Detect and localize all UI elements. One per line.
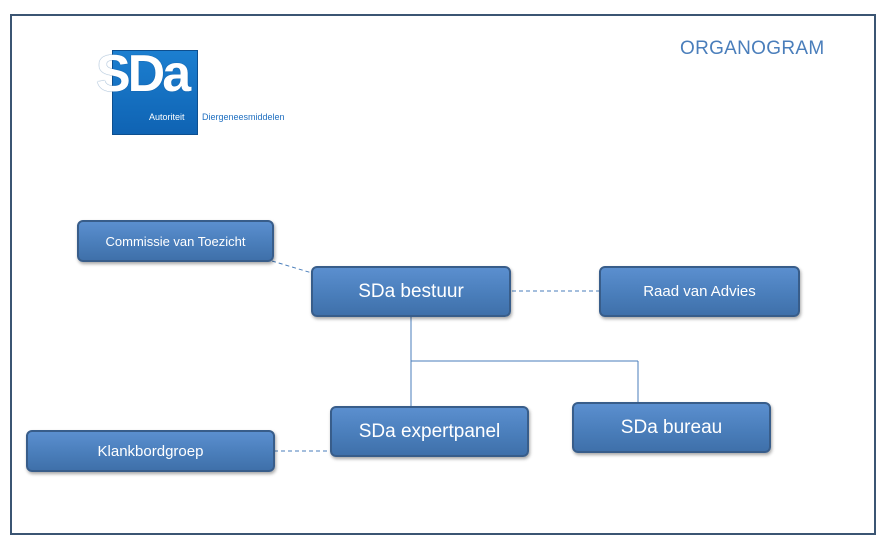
connector-commissie-bestuur [271,260,313,274]
logo-subtitle-left: Autoriteit [149,112,185,122]
logo-background [112,50,198,135]
node-raad-van-advies: Raad van Advies [599,266,800,317]
page-title: ORGANOGRAM [680,38,825,59]
node-label: Raad van Advies [643,283,756,300]
node-label: Commissie van Toezicht [105,233,246,249]
logo: SDa [96,45,191,103]
node-sda-expertpanel: SDa expertpanel [330,406,529,457]
node-commissie-van-toezicht: Commissie van Toezicht [77,220,274,262]
node-sda-bestuur: SDa bestuur [311,266,511,317]
node-label: SDa expertpanel [358,420,501,442]
node-label: SDa bureau [620,416,723,438]
node-sda-bureau: SDa bureau [572,402,771,453]
node-label: Klankbordgroep [97,442,204,460]
node-klankbordgroep: Klankbordgroep [26,430,275,472]
logo-subtitle-right: Diergeneesmiddelen [202,112,285,122]
node-label: SDa bestuur [358,280,464,302]
